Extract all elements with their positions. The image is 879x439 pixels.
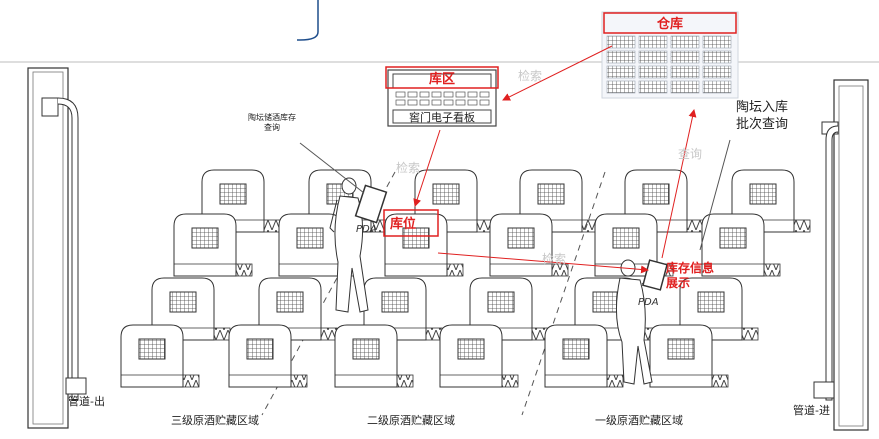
arrow-pda-to-warehouse <box>661 109 697 259</box>
stock_info-line: 库存信息 <box>666 260 714 275</box>
zone-3-label: 三级原酒贮藏区域 <box>171 414 259 427</box>
cellar-board-label: 窖门电子看板 <box>409 110 475 124</box>
arrow-zone-to-slot <box>413 129 441 207</box>
warehouse-label-box <box>603 12 737 34</box>
jar <box>544 324 624 388</box>
board-led <box>443 99 454 106</box>
warehouse-cell <box>702 65 732 79</box>
jar_query-line: 陶坛储酒库存 <box>248 112 296 122</box>
warehouse-label: 仓库 <box>656 16 683 32</box>
warehouse-image <box>601 11 739 99</box>
zone-1-label: 一级原酒贮藏区域 <box>595 414 683 427</box>
warehouse-cell <box>670 35 700 49</box>
warehouse-cell <box>638 80 668 94</box>
warehouse-cell <box>606 80 636 94</box>
warehouse-cell <box>670 50 700 64</box>
slot-highlight <box>383 209 439 237</box>
pda-right-label: PDA <box>638 297 659 308</box>
jar_query-line: 查询 <box>264 122 280 132</box>
board-led <box>455 91 466 98</box>
jar <box>439 324 519 388</box>
zone-divider-2 <box>521 171 606 416</box>
pda-left <box>354 184 388 224</box>
warehouse-cell <box>638 50 668 64</box>
stock_info-line: 展示 <box>666 276 690 290</box>
zone-2-label: 二级原酒贮藏区域 <box>367 414 455 427</box>
batch_query-line: 批次查询 <box>736 116 788 132</box>
warehouse-cell <box>606 65 636 79</box>
query-label: 查询 <box>678 147 702 161</box>
board-led <box>431 91 442 98</box>
board-led <box>407 91 418 98</box>
search-label-3: 检索 <box>542 251 566 266</box>
stock-info-label: 库存信息展示 <box>666 260 714 290</box>
arrow-slot-to-pda <box>437 252 649 274</box>
board-led <box>479 99 490 106</box>
pda-left-label: PDA <box>356 224 377 235</box>
warehouse-cell <box>670 80 700 94</box>
zone-label: 库区 <box>429 71 455 87</box>
board-led <box>407 99 418 106</box>
jar <box>120 324 200 388</box>
board-led <box>479 91 490 98</box>
zone-board <box>387 69 497 127</box>
warehouse-cell <box>702 50 732 64</box>
board-led <box>443 91 454 98</box>
pipe-in-label: 管道-进 <box>793 403 830 417</box>
pipe-in <box>813 79 869 431</box>
pipe-fragment <box>297 0 319 41</box>
jar <box>173 213 253 277</box>
pipe-out <box>27 67 87 429</box>
warehouse-cell <box>638 65 668 79</box>
leader-left <box>299 142 365 194</box>
board-led <box>395 99 406 106</box>
jar <box>384 213 464 277</box>
search-label-1: 检索 <box>518 68 542 83</box>
board-led <box>431 99 442 106</box>
person-left <box>329 177 388 313</box>
board-led <box>419 91 430 98</box>
jar <box>334 324 414 388</box>
board-led <box>455 99 466 106</box>
warehouse-cell <box>606 50 636 64</box>
jar <box>649 324 729 388</box>
slot-label: 库位 <box>390 216 416 232</box>
board-led <box>395 91 406 98</box>
arrow-warehouse-to-zone <box>502 45 613 101</box>
jar <box>228 324 308 388</box>
jar <box>278 213 358 277</box>
warehouse-cell <box>702 35 732 49</box>
warehouse-cell <box>638 35 668 49</box>
board-led <box>467 91 478 98</box>
board-led <box>467 99 478 106</box>
leader-right <box>699 139 731 251</box>
board-led <box>419 99 430 106</box>
batch_query-line: 陶坛入库 <box>736 99 788 115</box>
batch-query-label: 陶坛入库批次查询 <box>736 99 788 132</box>
warehouse-cell <box>606 35 636 49</box>
jar-array <box>120 169 811 388</box>
jar <box>594 213 674 277</box>
warehouse-cell <box>670 65 700 79</box>
jar-query-label: 陶坛储酒库存查询 <box>248 112 296 132</box>
pipe-out-label: 管道-出 <box>68 394 105 408</box>
zone-label-box <box>385 66 499 89</box>
search-label-2: 检索 <box>396 160 420 175</box>
warehouse-cell <box>702 80 732 94</box>
jar <box>701 213 781 277</box>
